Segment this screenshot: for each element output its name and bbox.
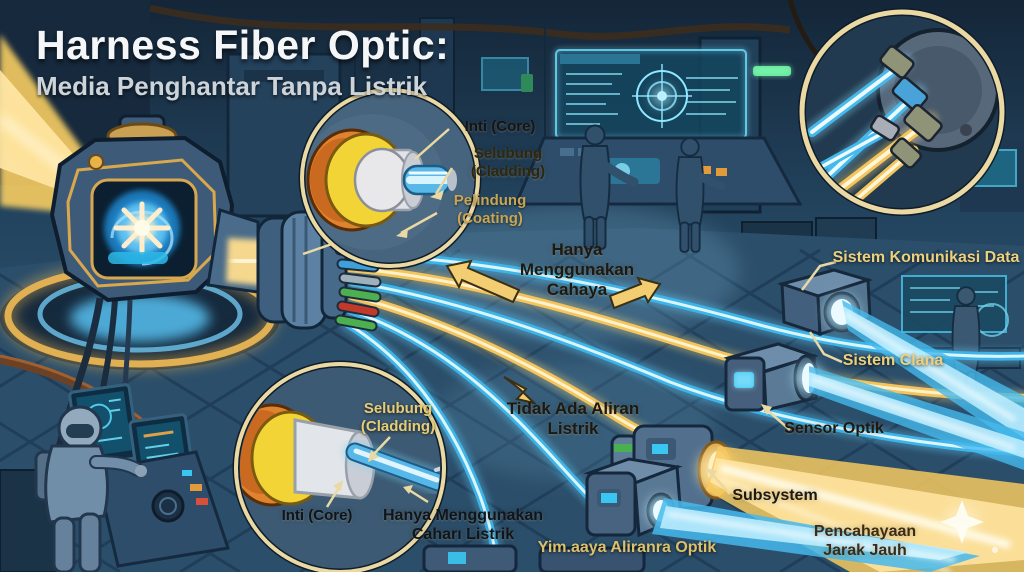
- astronaut-workstation: [34, 383, 230, 572]
- label-sensor-optik: Sensor Optik: [784, 420, 884, 437]
- sparkle-icon: [940, 500, 998, 553]
- label-optic-flow: Yim.aaya Aliranra Optik: [537, 539, 717, 556]
- label-sistem-clana: Sistem Clana: [842, 352, 944, 369]
- arrow-left-icon: [445, 259, 521, 304]
- arrow-small-icon: [503, 376, 538, 405]
- label-core-top: Inti (Core): [464, 118, 536, 135]
- page-title: Harness Fiber Optic: Media Penghantar Ta…: [36, 22, 450, 102]
- label-subsystem: Subsystem: [732, 487, 818, 504]
- label-cladding-top: Selubung (Cladding): [470, 145, 546, 180]
- hologram-console-scene: [513, 48, 803, 253]
- callout-connector-zoom: [798, 8, 1006, 216]
- title-main: Harness Fiber Optic:: [36, 22, 450, 68]
- arrow-right-icon: [608, 276, 662, 310]
- connector-mid: [723, 342, 823, 412]
- label-coating-top: Pelindung (Coating): [453, 192, 527, 227]
- label-core-bottom: Inti (Core): [281, 507, 353, 524]
- transmitter-device: [0, 34, 280, 481]
- label-data-comm: Sistem Komunikasi Data: [832, 249, 1020, 266]
- callout-cross-section: [298, 86, 482, 270]
- connector-partials-bottom: [422, 544, 646, 572]
- leader-lines: [302, 128, 843, 508]
- title-subtitle: Media Penghantar Tanpa Listrik: [36, 71, 428, 102]
- label-cladding-bottom: Selubung (Cladding): [360, 400, 436, 435]
- callout-fiber-strand: [232, 360, 448, 572]
- label-no-current: Tidak Ada Aliran Listrik: [506, 399, 640, 439]
- label-only-light: Hanya Menggunakan Cahaya: [519, 240, 635, 300]
- label-long-range: Pencahayaan Jarak Jauh: [813, 523, 917, 559]
- label-bottom-note: Hanya Menggunakan Caharı Listrik: [382, 507, 544, 543]
- light-beams: [652, 300, 1024, 572]
- block-arrows: [445, 259, 662, 405]
- arrowheads: [333, 190, 772, 494]
